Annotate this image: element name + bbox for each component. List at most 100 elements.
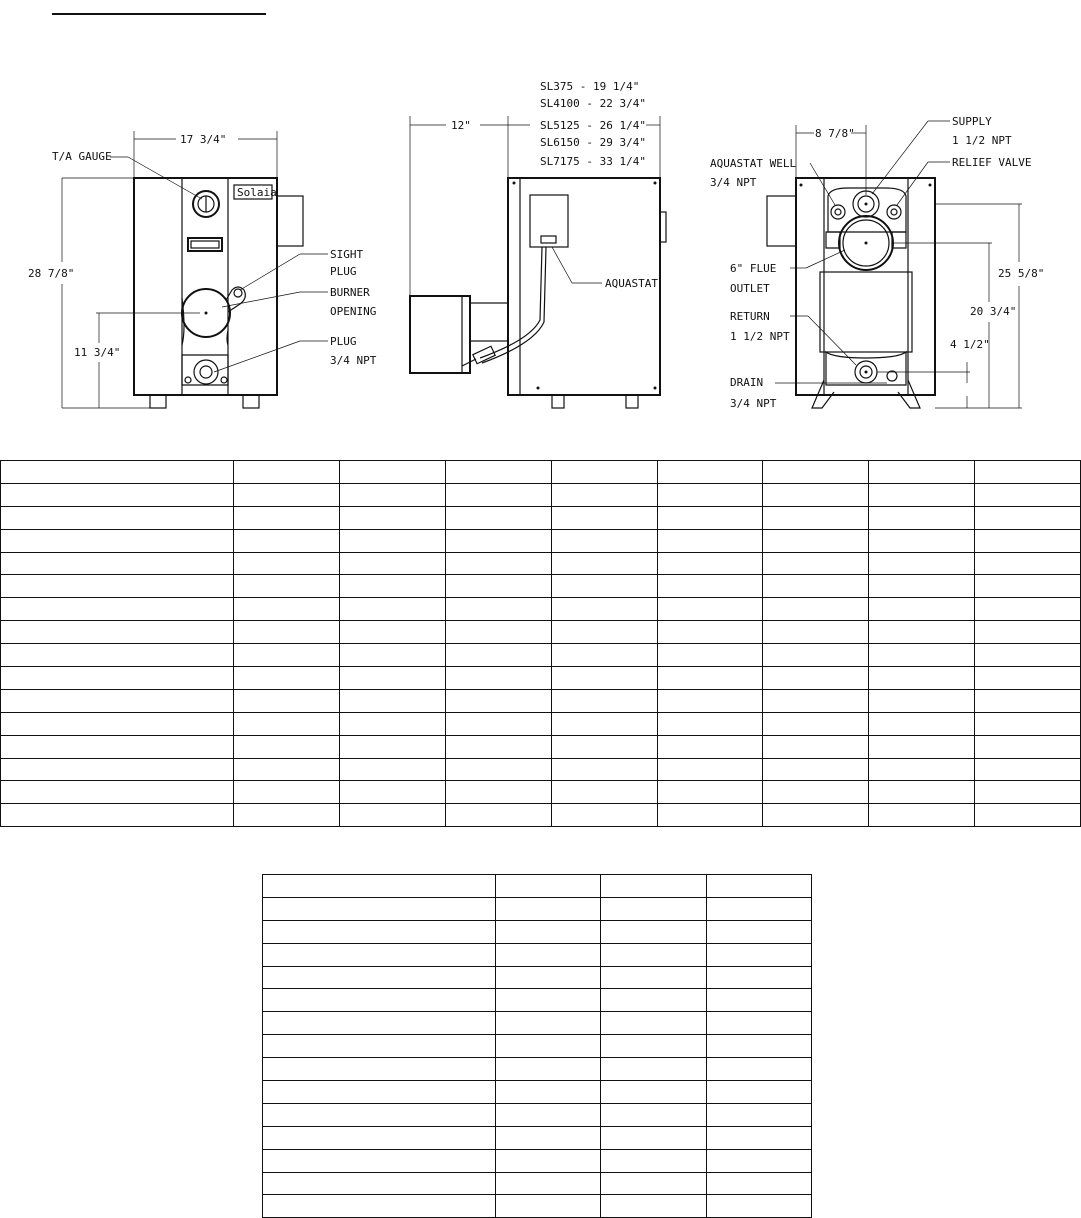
table-cell — [262, 988, 496, 1013]
table-cell — [868, 460, 976, 484]
burner-opening-label-2: OPENING — [330, 305, 376, 318]
boiler-dimension-drawing: 17 3/4" 28 7/8" 11 3/4" Solaia — [28, 13, 1044, 410]
table-cell — [444, 551, 552, 576]
table-cell — [444, 734, 552, 759]
model-line-4: SL6150 - 29 3/4" — [540, 136, 646, 149]
table-cell — [705, 1102, 813, 1127]
table-cell — [868, 620, 976, 645]
front-view: 17 3/4" 28 7/8" 11 3/4" Solaia — [28, 131, 377, 409]
table-cell — [656, 460, 764, 484]
table-cell — [974, 505, 1081, 530]
table-cell — [974, 551, 1081, 576]
table-cell — [705, 1194, 813, 1218]
table-cell — [338, 643, 446, 668]
table-cell — [600, 896, 707, 921]
table-row — [262, 1125, 813, 1150]
model-line-5: SL7175 - 33 1/4" — [540, 155, 646, 168]
table-cell — [0, 597, 234, 622]
table-row — [262, 919, 813, 944]
table-cell — [705, 1057, 813, 1082]
table-cell — [656, 803, 764, 828]
table-cell — [233, 666, 340, 690]
table-row — [0, 574, 1081, 599]
table-cell — [338, 528, 446, 553]
table-cell — [550, 666, 658, 690]
table-cell — [444, 643, 552, 668]
table-cell — [868, 780, 976, 805]
table-cell — [233, 574, 340, 599]
table-cell — [262, 1102, 496, 1127]
front-burner-height-dim: 11 3/4" — [74, 346, 120, 359]
table-cell — [262, 965, 496, 990]
table-cell — [0, 620, 234, 645]
table-cell — [0, 574, 234, 599]
table-cell — [550, 757, 658, 782]
table-cell — [233, 688, 340, 713]
table-cell — [338, 505, 446, 530]
drain-label-2: 3/4 NPT — [730, 397, 777, 410]
table-cell — [705, 988, 813, 1013]
front-height-dim: 28 7/8" — [28, 267, 74, 280]
table-cell — [600, 1057, 707, 1082]
table-cell — [762, 505, 870, 530]
table-cell — [0, 643, 234, 668]
table-cell — [762, 574, 870, 599]
table-cell — [600, 1171, 707, 1196]
sight-plug-label-1: SIGHT — [330, 248, 363, 261]
table-cell — [705, 896, 813, 921]
table-row — [262, 1034, 813, 1059]
table-cell — [338, 666, 446, 690]
table-cell — [338, 482, 446, 507]
table-cell — [494, 1011, 602, 1036]
table-cell — [338, 757, 446, 782]
table-cell — [550, 551, 658, 576]
table-cell — [762, 597, 870, 622]
rear-supply-dim: 25 5/8" — [998, 267, 1044, 280]
table-cell — [338, 574, 446, 599]
table-cell — [656, 528, 764, 553]
table-cell — [656, 482, 764, 507]
table-cell — [762, 780, 870, 805]
table-cell — [868, 551, 976, 576]
table-cell — [233, 528, 340, 553]
table-cell — [233, 711, 340, 736]
table-cell — [494, 965, 602, 990]
table-cell — [656, 574, 764, 599]
table-cell — [444, 688, 552, 713]
table-cell — [656, 711, 764, 736]
table-cell — [550, 780, 658, 805]
aquastat-label: AQUASTAT — [605, 277, 658, 290]
table-cell — [705, 1080, 813, 1104]
table-cell — [494, 1080, 602, 1104]
table-cell — [338, 597, 446, 622]
flue-outlet-label-1: 6" FLUE — [730, 262, 776, 275]
table-cell — [705, 942, 813, 967]
table-row — [0, 551, 1081, 576]
table-cell — [656, 757, 764, 782]
model-line-2: SL4100 - 22 3/4" — [540, 97, 646, 110]
side-view: SL375 - 19 1/4" SL4100 - 22 3/4" SL5125 … — [409, 80, 667, 409]
table-cell — [444, 482, 552, 507]
table-cell — [550, 711, 658, 736]
table-row — [0, 528, 1081, 553]
table-cell — [233, 551, 340, 576]
flue-outlet-label-2: OUTLET — [730, 282, 770, 295]
table-cell — [444, 528, 552, 553]
table-cell — [494, 942, 602, 967]
table-cell — [762, 551, 870, 576]
table-cell — [974, 666, 1081, 690]
table-cell — [338, 803, 446, 828]
table-cell — [262, 1194, 496, 1218]
table-cell — [868, 711, 976, 736]
table-cell — [0, 757, 234, 782]
table-cell — [762, 643, 870, 668]
table-cell — [550, 688, 658, 713]
table-cell — [444, 757, 552, 782]
table-cell — [494, 1194, 602, 1218]
return-label-1: RETURN — [730, 310, 770, 323]
sight-plug-label-2: PLUG — [330, 265, 357, 278]
table-cell — [762, 528, 870, 553]
table-cell — [600, 919, 707, 944]
table-cell — [233, 643, 340, 668]
table-cell — [494, 1171, 602, 1196]
